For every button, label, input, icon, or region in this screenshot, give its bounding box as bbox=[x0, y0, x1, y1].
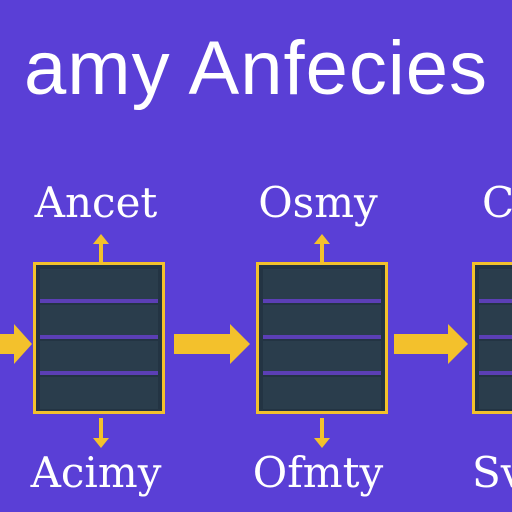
stage-column-2: Osmy Ofmty bbox=[228, 170, 408, 512]
connector-arrow-1-2 bbox=[174, 324, 250, 364]
stage-3-block bbox=[472, 262, 512, 414]
stage-2-block bbox=[256, 262, 388, 414]
left-incoming-arrow bbox=[0, 324, 32, 364]
up-arrow-icon bbox=[314, 234, 330, 264]
block-row bbox=[263, 377, 381, 409]
connector-arrow-2-3 bbox=[394, 324, 468, 364]
block-row bbox=[263, 269, 381, 303]
block-row bbox=[40, 341, 158, 375]
up-arrow-icon bbox=[93, 234, 109, 264]
block-row bbox=[479, 305, 512, 339]
diagram-title: amy Anfecies bbox=[24, 26, 488, 111]
block-row bbox=[263, 305, 381, 339]
block-row bbox=[479, 269, 512, 303]
block-row bbox=[479, 341, 512, 375]
stage-2-bottom-label: Ofmty bbox=[252, 448, 384, 497]
block-row bbox=[40, 305, 158, 339]
stage-1-block bbox=[33, 262, 165, 414]
stage-column-1: Ancet Acimy bbox=[6, 170, 186, 512]
stage-column-3: C Sv bbox=[446, 170, 512, 512]
block-row bbox=[263, 341, 381, 375]
stage-2-top-label: Osmy bbox=[258, 178, 378, 227]
down-arrow-icon bbox=[93, 418, 109, 448]
block-row bbox=[40, 377, 158, 409]
stage-1-bottom-label: Acimy bbox=[30, 448, 162, 497]
stage-3-bottom-label: Sv bbox=[472, 448, 512, 497]
down-arrow-icon bbox=[314, 418, 330, 448]
stage-3-top-label: C bbox=[482, 178, 512, 227]
block-row bbox=[479, 377, 512, 409]
stage-1-top-label: Ancet bbox=[34, 178, 158, 227]
block-row bbox=[40, 269, 158, 303]
